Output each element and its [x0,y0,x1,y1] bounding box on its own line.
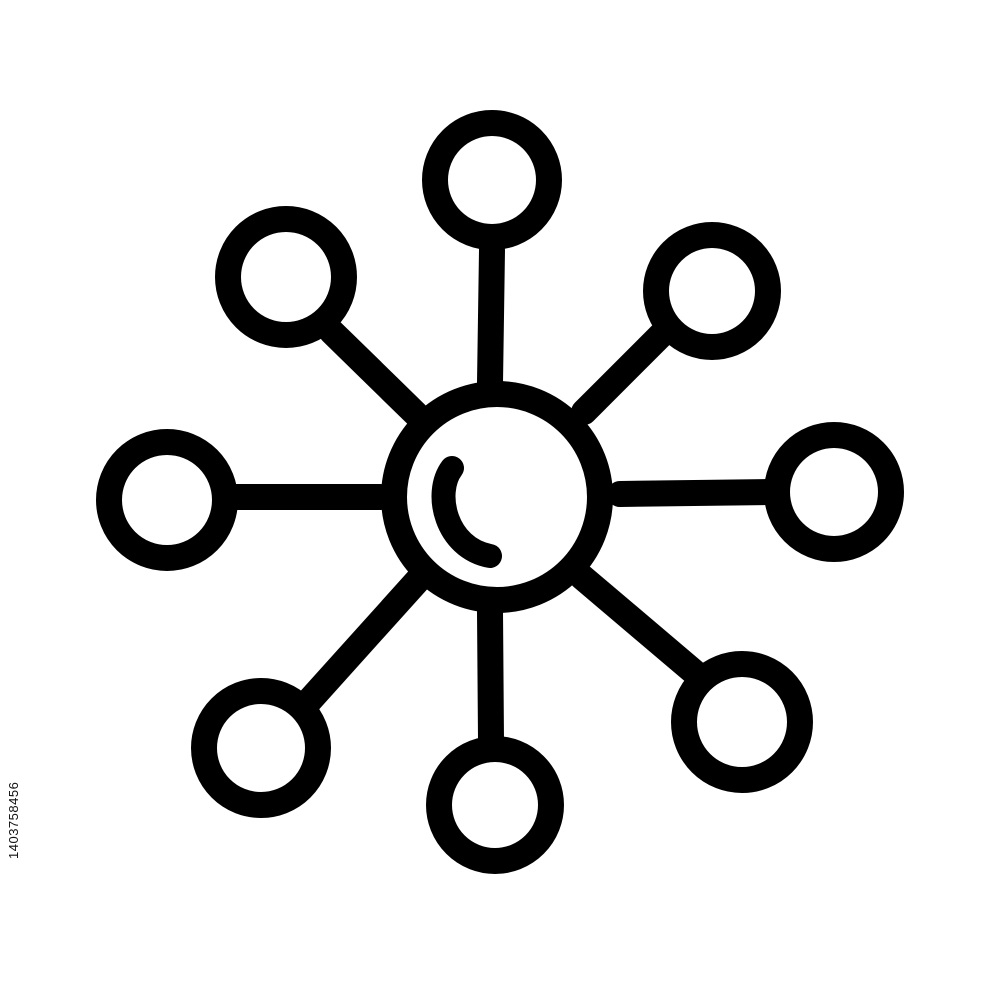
connector-right [607,479,783,507]
satellite-node-left [96,429,238,571]
stock-id-label: 1403758456 [6,781,21,859]
connector-bottom-left [297,567,431,713]
satellite-node-right [764,422,904,562]
connector-bottom-right [569,564,707,685]
satellite-node-bottom-right [671,651,813,793]
connector-top [477,237,505,396]
connector-bottom [477,599,504,753]
satellite-node-bottom-left [191,678,331,818]
satellite-node-bottom [426,736,564,874]
satellite-node-top-right [643,222,781,360]
connector-top-left [319,319,433,431]
hub-highlight-arc [431,456,502,568]
satellite-node-top-left [215,206,357,348]
satellite-node-top [422,110,562,250]
hub-node [381,381,613,613]
connector-top-right [571,317,679,425]
